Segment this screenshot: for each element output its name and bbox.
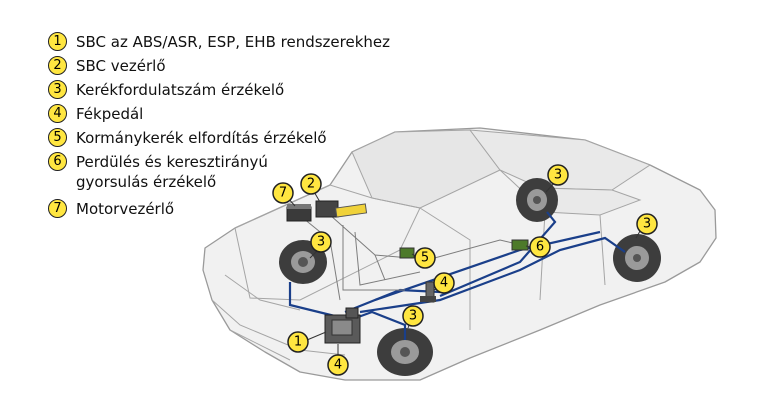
callout-3-rear-right: 3	[637, 214, 657, 234]
callout-6: 6	[530, 237, 550, 257]
callout-3-front-left: 3	[311, 232, 331, 252]
callout-5: 5	[415, 248, 435, 268]
callout-number: 4	[440, 276, 448, 291]
callout-7: 7	[273, 183, 293, 203]
callout-number: 7	[279, 186, 287, 201]
yaw-rate-sensor	[512, 240, 528, 250]
callout-number: 5	[421, 251, 429, 266]
callout-number: 1	[294, 335, 302, 350]
steering-angle-sensor	[400, 248, 414, 258]
callout-3-rear-left: 3	[548, 165, 568, 185]
callout-2: 2	[301, 174, 321, 194]
callout-number: 6	[536, 240, 544, 255]
callout-number: 3	[409, 309, 417, 324]
callout-4-unit: 4	[328, 355, 348, 375]
callout-number: 3	[554, 168, 562, 183]
callout-3-front-right: 3	[403, 306, 423, 326]
callout-number: 4	[334, 358, 342, 373]
engine-control-unit	[287, 204, 311, 221]
callout-4-pedal: 4	[434, 273, 454, 293]
wheel-rear-left	[516, 178, 558, 222]
wheel-rear-right	[613, 234, 661, 282]
callout-number: 3	[317, 235, 325, 250]
callout-number: 2	[307, 177, 315, 192]
callout-number: 3	[643, 217, 651, 232]
callout-1: 1	[288, 332, 308, 352]
